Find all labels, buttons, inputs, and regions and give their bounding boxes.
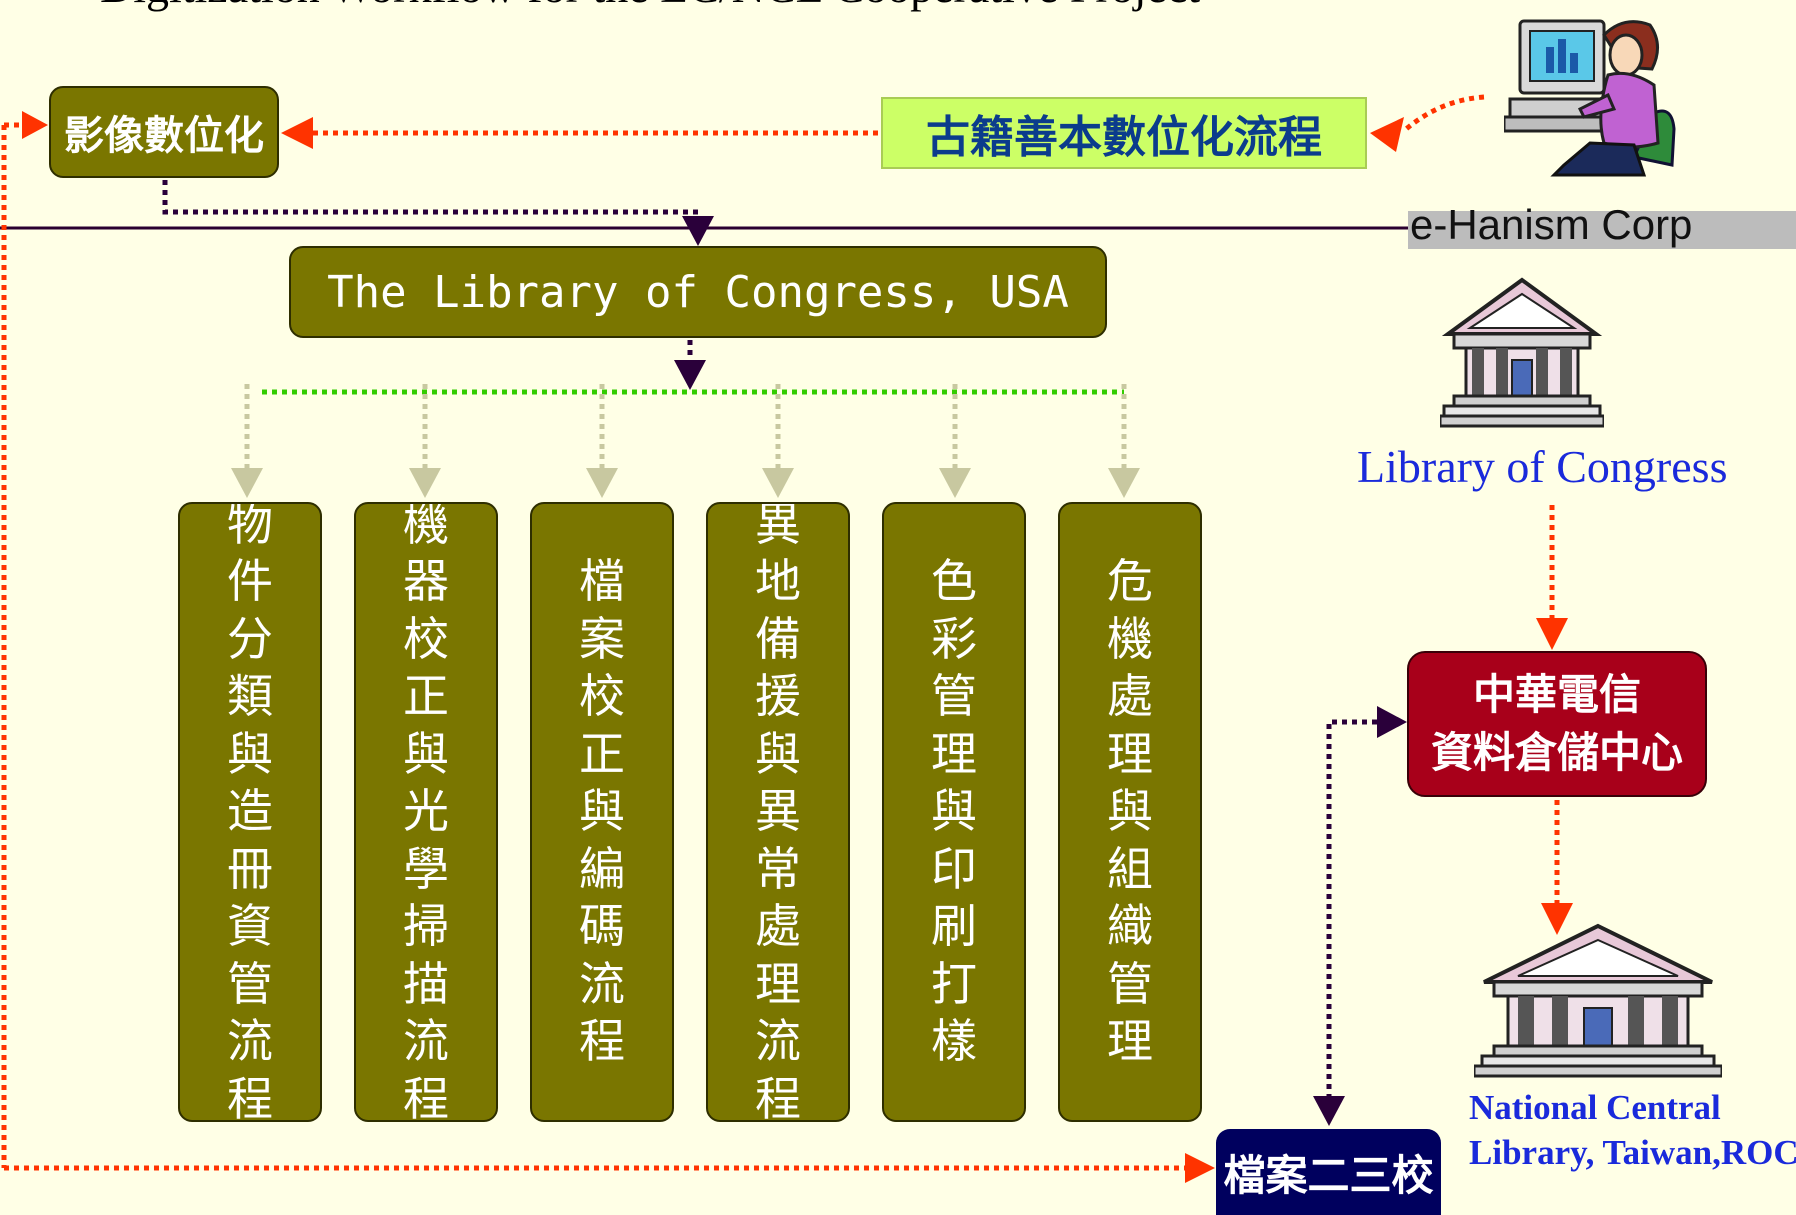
workflow-column-5-label: 色彩管理與印刷打樣 <box>931 554 977 1069</box>
workflow-column-1-label: 物件分類與造冊資管流程 <box>227 502 273 1122</box>
image-digitization-box: 影像數位化 <box>49 86 279 178</box>
cht-data-center-line1: 中華電信 <box>1472 670 1641 719</box>
ncl-label: National Central Library, Taiwan,ROC <box>1469 1085 1796 1175</box>
column-drop-arrows <box>244 384 1127 470</box>
workflow-column-6: 危機處理與組織管理 <box>1058 502 1202 1122</box>
arrow-user-to-workflow <box>1403 94 1485 132</box>
ncl-label-line1: National Central <box>1469 1088 1721 1127</box>
library-building-icon <box>1440 277 1604 428</box>
workflow-column-1: 物件分類與造冊資管流程 <box>178 502 322 1122</box>
ncl-label-line2: Library, Taiwan,ROC <box>1469 1133 1796 1172</box>
workflow-column-2-label: 機器校正與光學掃描流程 <box>403 502 449 1122</box>
library-of-congress-label: Library of Congress <box>1357 441 1728 492</box>
workflow-column-4: 異地備援與異常處理流程 <box>706 502 850 1122</box>
rare-books-workflow-box: 古籍善本數位化流程 <box>881 97 1367 169</box>
workflow-column-5: 色彩管理與印刷打樣 <box>882 502 1026 1122</box>
workflow-column-4-label: 異地備援與異常處理流程 <box>755 502 801 1122</box>
workflow-column-2: 機器校正與光學掃描流程 <box>354 502 498 1122</box>
archive-school-box: 檔案二三校 <box>1216 1129 1441 1215</box>
e-hanism-label: e-Hanism Corp <box>1408 204 1796 249</box>
cht-data-center-line2: 資料倉儲中心 <box>1430 728 1683 777</box>
library-building-icon <box>1474 923 1722 1078</box>
diagram-title: Digitization Workflow for the LC/NCL Coo… <box>100 0 1200 13</box>
computer-user-icon <box>1504 19 1676 177</box>
workflow-column-3: 檔案校正與編碼流程 <box>530 502 674 1122</box>
workflow-column-6-label: 危機處理與組織管理 <box>1107 554 1153 1069</box>
workflow-column-3-label: 檔案校正與編碼流程 <box>579 554 625 1069</box>
cht-data-center-box: 中華電信 資料倉儲中心 <box>1407 651 1707 797</box>
library-of-congress-usa-box: The Library of Congress, USA <box>289 246 1107 338</box>
